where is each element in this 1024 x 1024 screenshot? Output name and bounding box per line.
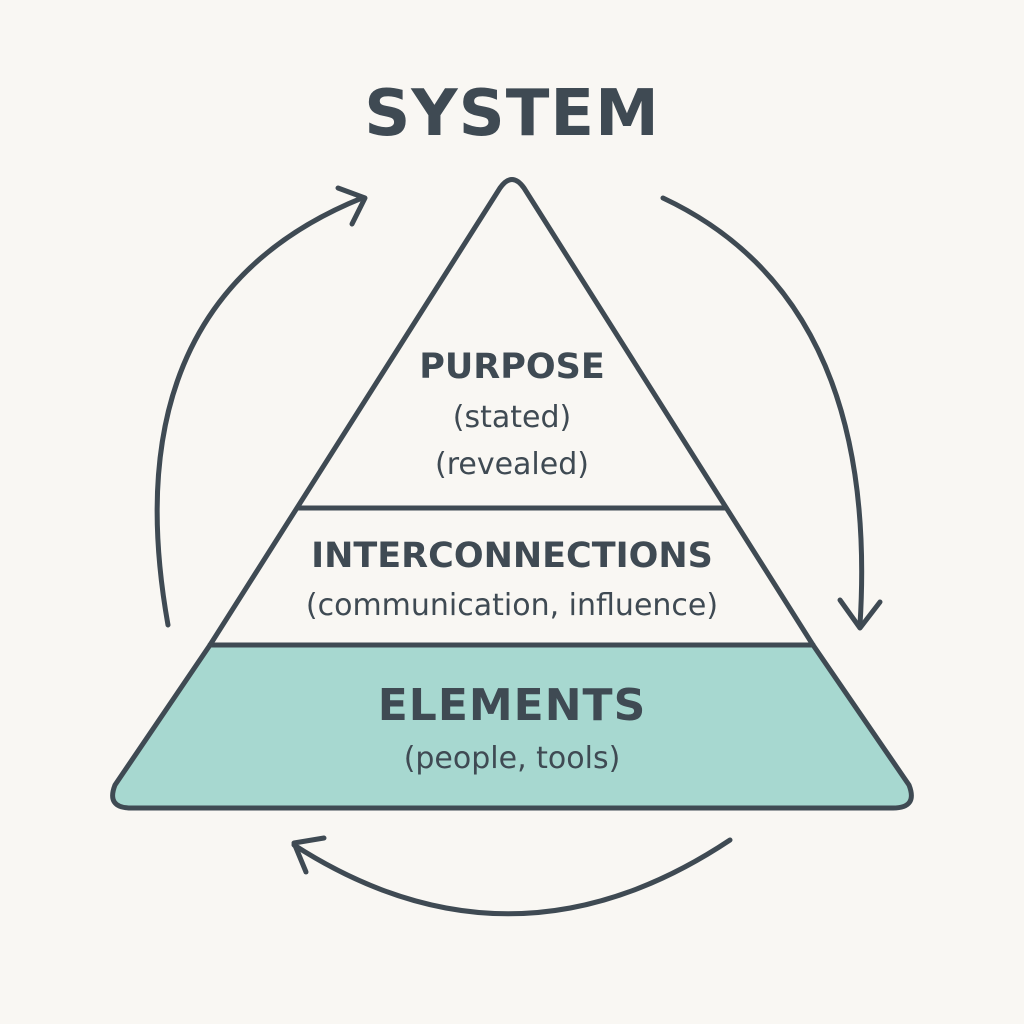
pyramid-outline	[207, 177, 816, 648]
elements-heading: ELEMENTS	[378, 680, 647, 731]
purpose-line-revealed: (revealed)	[435, 447, 589, 482]
diagram-title: SYSTEM	[364, 77, 660, 151]
left-arc-arrow-icon	[154, 185, 368, 628]
interconnections-heading: INTERCONNECTIONS	[311, 536, 713, 576]
bottom-arc-arrow-icon	[291, 835, 733, 917]
interconnections-line: (communication, influence)	[306, 588, 718, 623]
purpose-line-stated: (stated)	[453, 400, 571, 435]
elements-band	[110, 642, 914, 811]
right-arc-arrow-icon	[660, 195, 883, 631]
elements-line: (people, tools)	[404, 741, 621, 776]
purpose-heading: PURPOSE	[419, 347, 605, 387]
